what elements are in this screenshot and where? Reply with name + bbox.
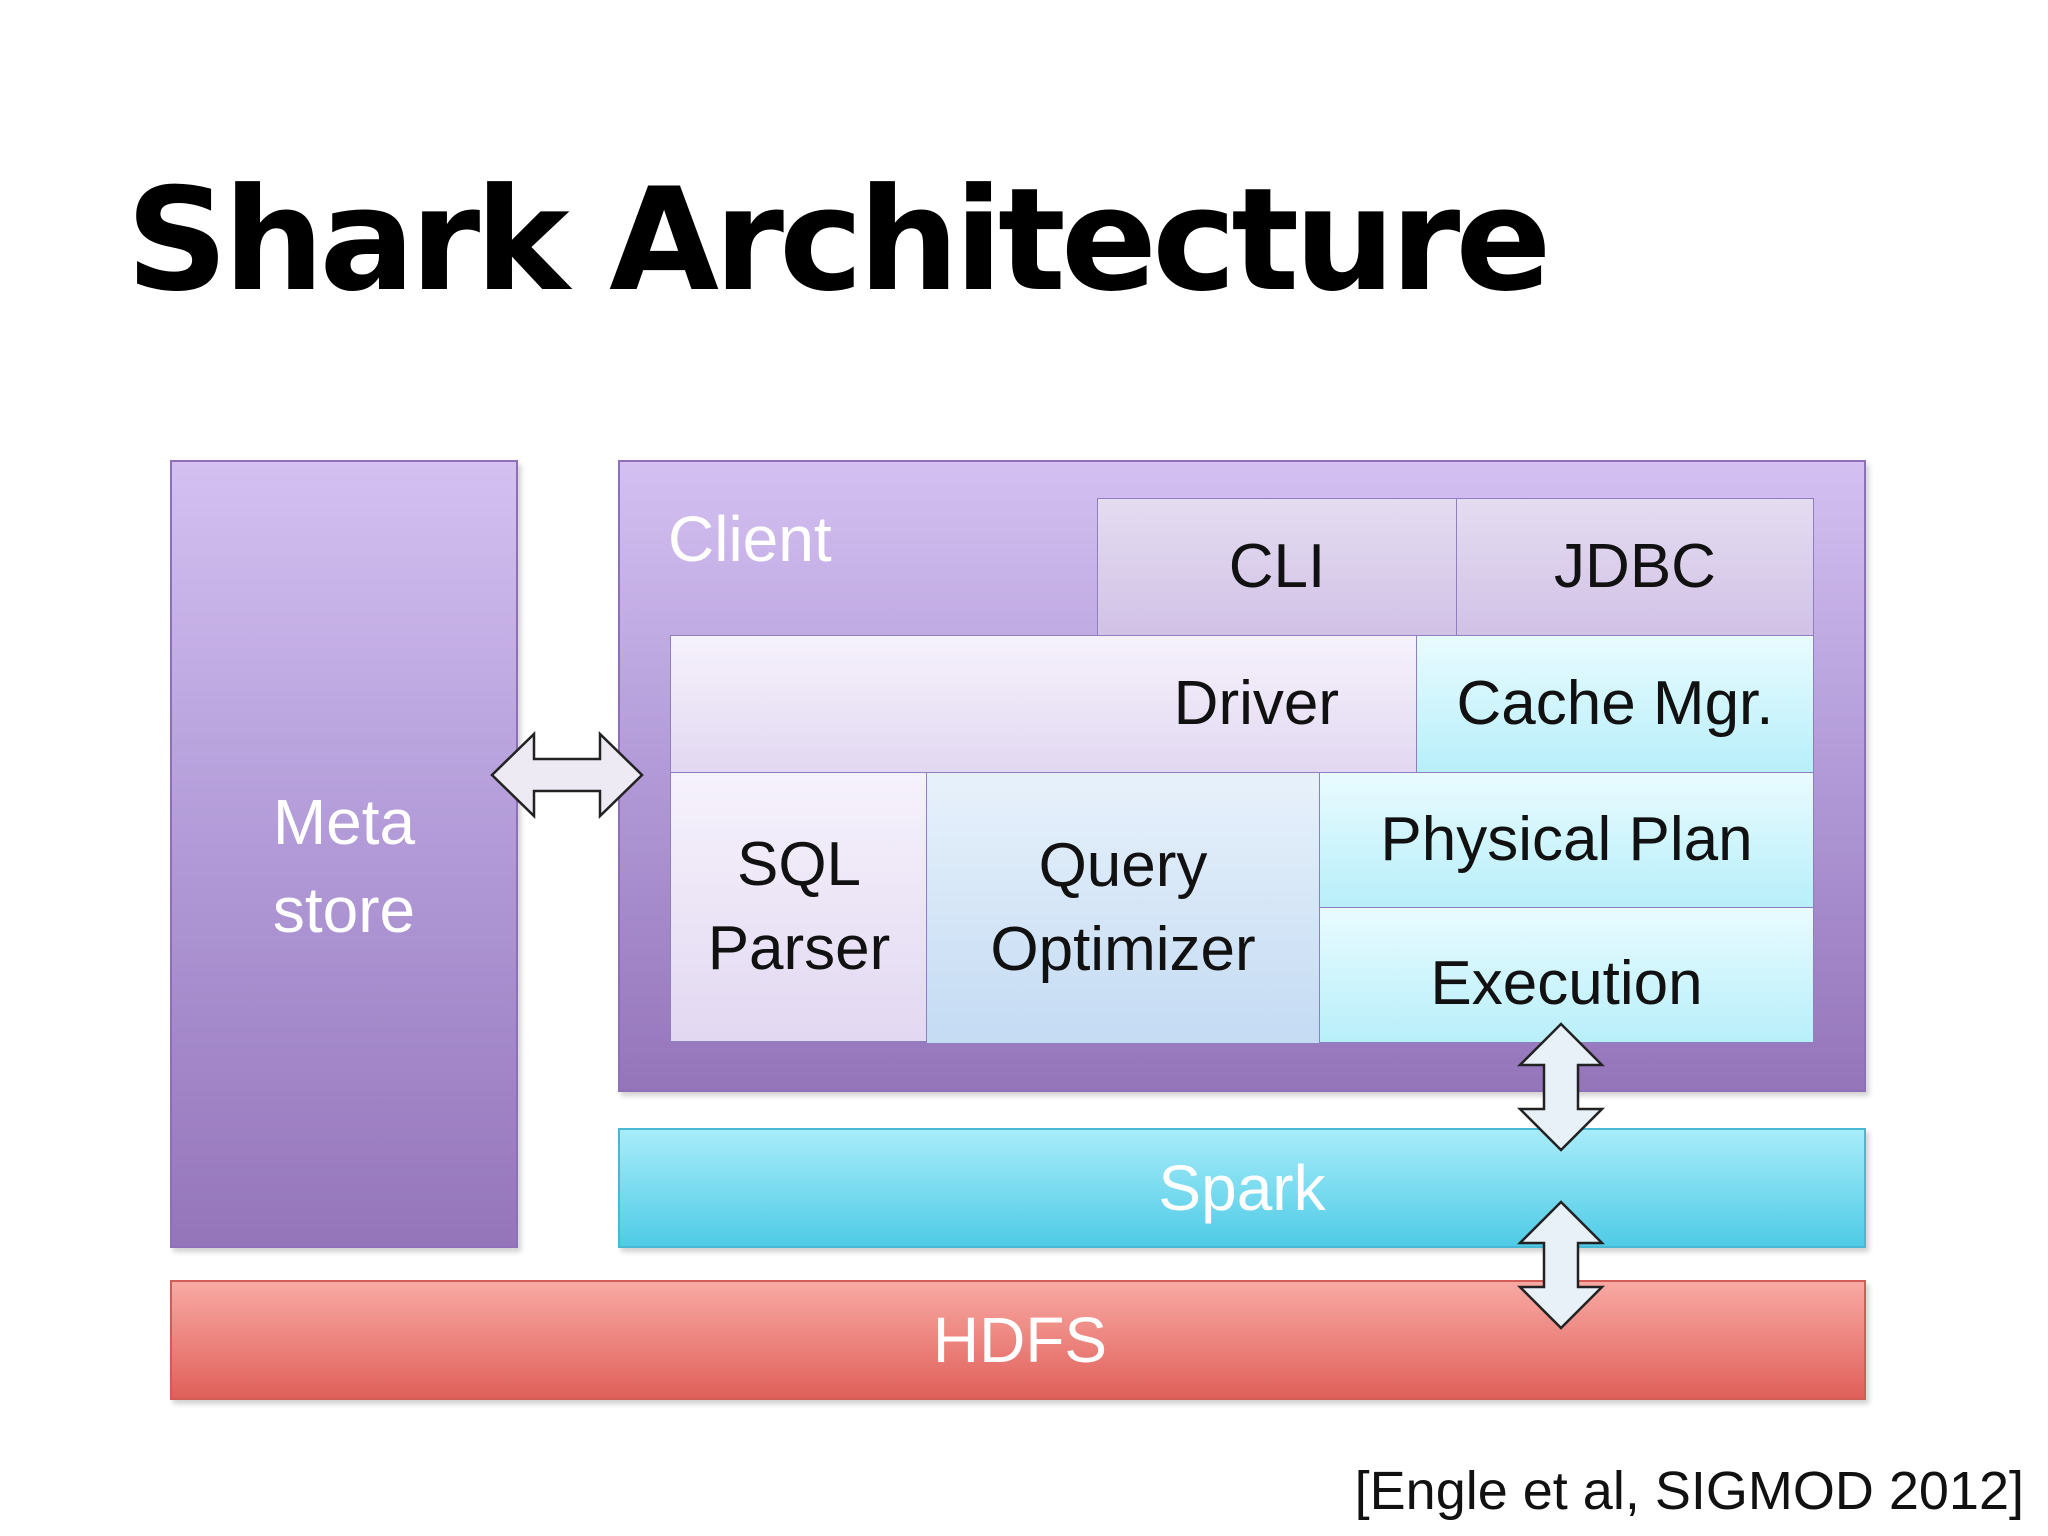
sql-parser-label-line2: Parser	[707, 914, 891, 983]
hdfs-label: HDFS	[932, 1304, 1108, 1376]
jdbc-label: JDBC	[1554, 532, 1716, 602]
physical-plan-label: Physical Plan	[1380, 805, 1753, 875]
sql-parser-box: SQL Parser	[670, 772, 928, 1042]
cli-label: CLI	[1228, 532, 1326, 602]
spark-label: Spark	[1158, 1152, 1326, 1224]
metastore-client-arrow	[490, 731, 644, 819]
metastore-label-line1: Meta	[272, 786, 416, 858]
hdfs-box: HDFS	[170, 1280, 1866, 1400]
cache-mgr-box: Cache Mgr.	[1416, 635, 1814, 773]
metastore-box: Meta store	[170, 460, 518, 1248]
jdbc-box: JDBC	[1456, 498, 1814, 636]
metastore-label-line2: store	[272, 874, 416, 946]
query-optimizer-label-line1: Query	[1038, 831, 1208, 901]
driver-label: Driver	[1173, 669, 1339, 739]
execution-spark-arrow	[1516, 1022, 1606, 1152]
query-optimizer-box: Query Optimizer	[926, 772, 1320, 1044]
slide-title: Shark Architecture	[126, 158, 1552, 323]
double-arrow-horizontal-icon	[490, 731, 644, 819]
sql-parser-label-line1: SQL	[736, 830, 862, 900]
query-optimizer-label-line2: Optimizer	[990, 915, 1256, 984]
double-arrow-vertical-icon	[1516, 1200, 1606, 1330]
driver-box: Driver	[670, 635, 1418, 773]
cache-mgr-label: Cache Mgr.	[1456, 669, 1774, 739]
spark-hdfs-arrow	[1516, 1200, 1606, 1330]
physical-plan-box: Physical Plan	[1319, 772, 1814, 908]
citation: [Engle et al, SIGMOD 2012]	[1354, 1461, 2024, 1521]
cli-box: CLI	[1097, 498, 1457, 636]
double-arrow-vertical-icon	[1516, 1022, 1606, 1152]
client-label: Client	[668, 503, 832, 575]
execution-label: Execution	[1430, 949, 1703, 1019]
spark-box: Spark	[618, 1128, 1866, 1248]
